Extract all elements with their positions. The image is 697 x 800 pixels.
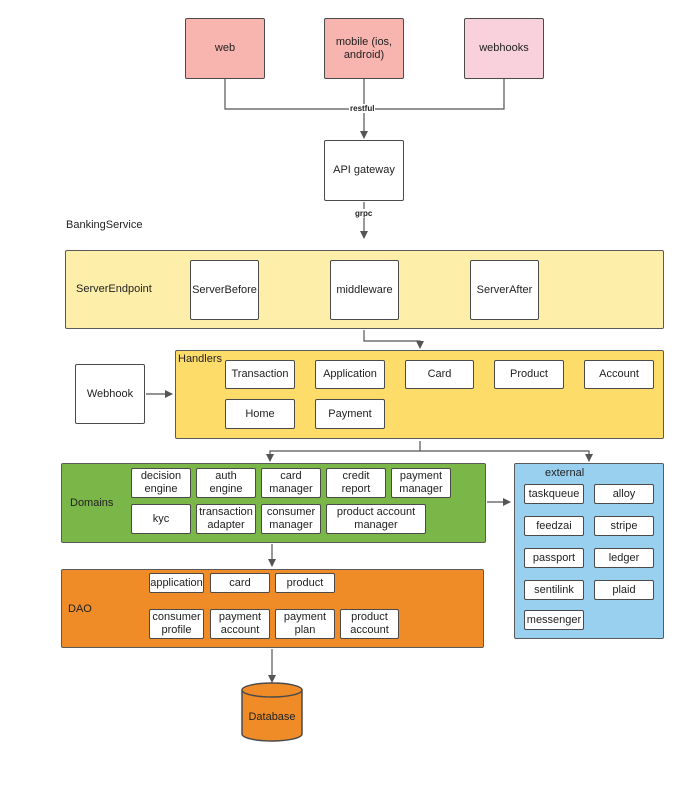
handler-application-box: Application xyxy=(315,360,385,389)
handler-home-label: Home xyxy=(245,407,275,420)
domain-credit-report-label: credit report xyxy=(341,470,371,495)
connector-web xyxy=(224,79,364,110)
external-feedzai-box: feedzai xyxy=(524,516,584,536)
database-cylinder xyxy=(241,682,303,742)
server-endpoint-title: ServerEndpoint xyxy=(76,283,152,295)
handler-payment-label: Payment xyxy=(328,407,372,420)
external-feedzai-label: feedzai xyxy=(536,519,572,532)
web-client-box: web xyxy=(185,18,265,79)
domain-payment-manager-label: payment manager xyxy=(399,470,443,495)
dao-title: DAO xyxy=(68,603,92,615)
dao-product-account-label: product account xyxy=(350,611,389,636)
connector-handlers-split xyxy=(266,441,421,462)
connector-endpoint-to-handlers xyxy=(363,330,424,349)
handler-card-box: Card xyxy=(405,360,474,389)
dao-payment-plan-box: payment plan xyxy=(275,609,335,639)
webhooks-client-box: webhooks xyxy=(464,18,544,79)
webhook-label: Webhook xyxy=(86,387,134,400)
domain-decision-engine-box: decision engine xyxy=(131,468,191,498)
external-taskqueue-box: taskqueue xyxy=(524,484,584,504)
connector-handlers-to-external xyxy=(420,450,593,462)
dao-product-label: product xyxy=(286,576,324,589)
domain-decision-engine-label: decision engine xyxy=(140,470,182,495)
grpc-label: grpc xyxy=(354,209,374,218)
handler-account-box: Account xyxy=(584,360,654,389)
webhook-box: Webhook xyxy=(75,364,145,424)
dao-payment-account-label: payment account xyxy=(218,611,262,636)
dao-product-account-box: product account xyxy=(340,609,399,639)
domain-consumer-manager-label: consumer manager xyxy=(266,506,316,531)
dao-consumer-profile-box: consumer profile xyxy=(149,609,204,639)
web-client-label: web xyxy=(214,42,236,54)
handler-transaction-box: Transaction xyxy=(225,360,295,389)
domain-kyc-box: kyc xyxy=(131,504,191,534)
domain-product-account-manager-box: product account manager xyxy=(326,504,426,534)
server-after-box: ServerAfter xyxy=(470,260,539,320)
handler-account-label: Account xyxy=(599,368,639,380)
dao-application-box: application xyxy=(149,573,204,593)
external-plaid-label: plaid xyxy=(612,583,636,596)
handler-home-box: Home xyxy=(225,399,295,429)
handler-product-box: Product xyxy=(494,360,564,389)
handler-transaction-label: Transaction xyxy=(231,368,289,380)
domain-card-manager-label: card manager xyxy=(269,470,313,495)
api-gateway-label: API gateway xyxy=(333,164,395,176)
dao-card-label: card xyxy=(229,576,251,589)
dao-region xyxy=(61,569,484,648)
external-plaid-box: plaid xyxy=(594,580,654,600)
dao-payment-account-box: payment account xyxy=(210,609,270,639)
handler-application-label: Application xyxy=(323,368,377,380)
domain-transaction-adapter-box: transaction adapter xyxy=(196,504,256,534)
handler-card-label: Card xyxy=(427,368,452,380)
external-passport-box: passport xyxy=(524,548,584,568)
banking-service-title: BankingService xyxy=(66,219,143,231)
domain-consumer-manager-box: consumer manager xyxy=(261,504,321,534)
handler-product-label: Product xyxy=(510,368,548,380)
external-ledger-label: ledger xyxy=(608,551,640,564)
external-sentilink-label: sentilink xyxy=(534,583,574,596)
external-alloy-label: alloy xyxy=(612,487,636,500)
database-label: Database xyxy=(248,711,296,723)
domain-auth-engine-box: auth engine xyxy=(196,468,256,498)
external-messenger-label: messenger xyxy=(526,613,582,626)
handler-payment-box: Payment xyxy=(315,399,385,429)
mobile-client-box: mobile (ios, android) xyxy=(324,18,404,79)
dao-card-box: card xyxy=(210,573,270,593)
domain-transaction-adapter-label: transaction adapter xyxy=(199,506,253,531)
domains-title: Domains xyxy=(70,497,114,509)
domain-product-account-manager-label: product account manager xyxy=(336,506,416,531)
external-passport-label: passport xyxy=(532,551,576,564)
external-stripe-label: stripe xyxy=(610,519,638,532)
dao-product-box: product xyxy=(275,573,335,593)
external-messenger-box: messenger xyxy=(524,610,584,630)
external-ledger-box: ledger xyxy=(594,548,654,568)
external-taskqueue-label: taskqueue xyxy=(528,487,580,500)
domain-payment-manager-box: payment manager xyxy=(391,468,451,498)
webhooks-client-label: webhooks xyxy=(479,42,529,54)
server-before-label: ServerBefore xyxy=(192,283,257,296)
external-alloy-box: alloy xyxy=(594,484,654,504)
handlers-title: Handlers xyxy=(178,353,223,365)
middleware-label: middleware xyxy=(336,283,393,296)
restful-label: restful xyxy=(349,104,376,113)
connector-webhooks xyxy=(364,79,505,110)
dao-application-label: application xyxy=(150,576,203,589)
dao-consumer-profile-label: consumer profile xyxy=(152,611,201,636)
domain-credit-report-box: credit report xyxy=(326,468,386,498)
api-gateway-box: API gateway xyxy=(324,140,404,201)
external-sentilink-box: sentilink xyxy=(524,580,584,600)
server-before-box: ServerBefore xyxy=(190,260,259,320)
dao-payment-plan-label: payment plan xyxy=(283,611,327,636)
domain-auth-engine-label: auth engine xyxy=(209,470,243,495)
server-after-label: ServerAfter xyxy=(476,283,533,296)
domain-card-manager-box: card manager xyxy=(261,468,321,498)
middleware-box: middleware xyxy=(330,260,399,320)
mobile-client-label: mobile (ios, android) xyxy=(335,35,393,61)
external-stripe-box: stripe xyxy=(594,516,654,536)
domain-kyc-label: kyc xyxy=(152,512,170,525)
external-title: external xyxy=(545,467,585,479)
